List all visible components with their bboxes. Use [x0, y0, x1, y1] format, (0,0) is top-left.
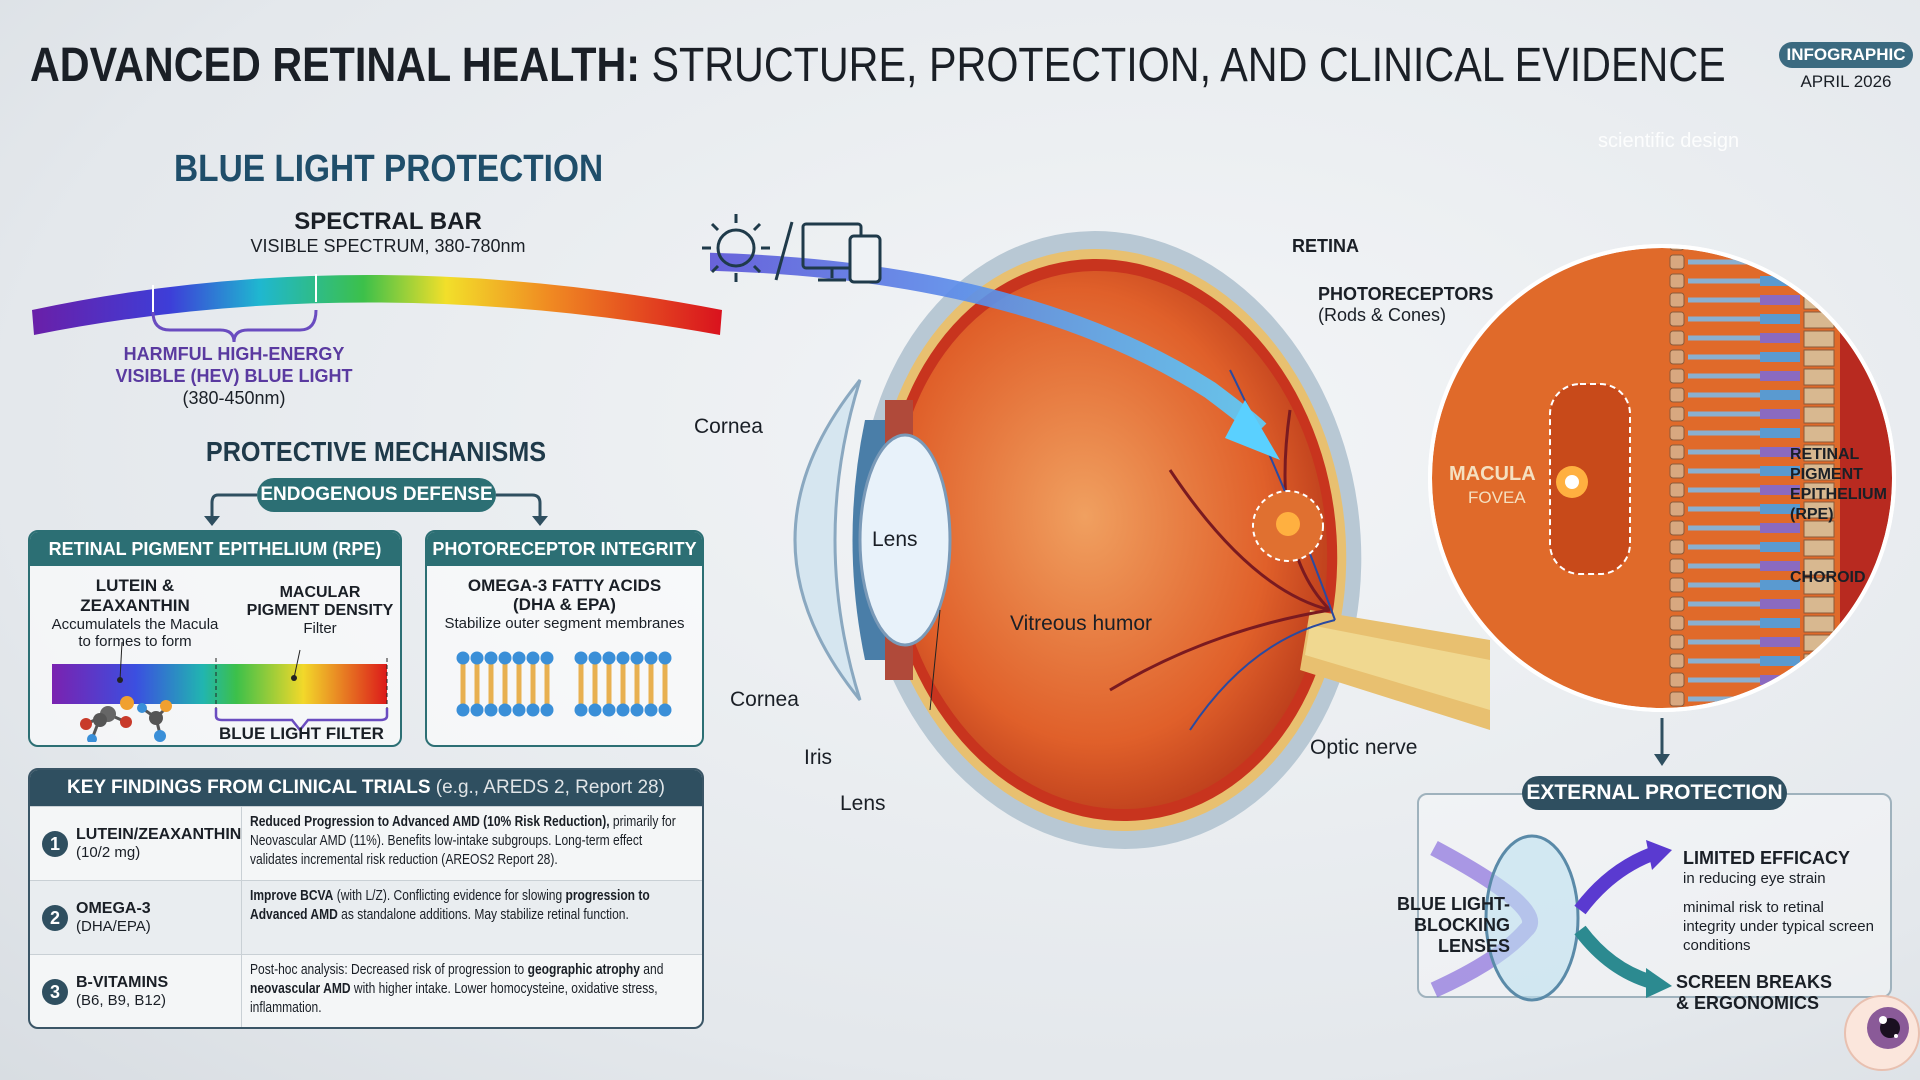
lipid-bilayer-icon [456, 651, 672, 717]
hev-bracket [151, 309, 318, 343]
rpe-card-header: RETINAL PIGMENT EPITHELIUM (RPE) [30, 532, 400, 566]
spectral-subtitle: VISIBLE SPECTRUM, 380-780nm [250, 236, 526, 256]
blue-light-beam [710, 252, 1267, 437]
screen-breaks-label: SCREEN BREAKS& ERGONOMICS [1676, 972, 1833, 1013]
limited-efficacy-sub: in reducing eye strain [1683, 870, 1826, 887]
molecule-icon [80, 696, 172, 742]
eyeball-mascot-icon [1844, 995, 1920, 1071]
clinical-trials-table: KEY FINDINGS FROM CLINICAL TRIALS (e.g.,… [28, 768, 704, 1029]
cornea-label-bottom: Cornea [730, 688, 799, 711]
title-bold: ADVANCED RETINAL HEALTH: [30, 39, 641, 92]
watermark: scientific design [1598, 130, 1740, 152]
infographic-badge: INFOGRAPHIC [1779, 42, 1913, 68]
blue-light-heading: BLUE LIGHT PROTECTION [174, 148, 604, 190]
cornea-label-top: Cornea [694, 415, 763, 438]
choroid-label: CHOROID [1790, 569, 1866, 586]
photoreceptor-card: PHOTORECEPTOR INTEGRITY OMEGA-3 FATTY AC… [425, 530, 704, 747]
omega3-block: OMEGA-3 FATTY ACIDS (DHA & EPA) Stabiliz… [444, 576, 685, 632]
lutein-block: LUTEIN & ZEAXANTHIN Accumulatels the Mac… [51, 576, 219, 650]
lens-icon [1484, 834, 1580, 1002]
photoreceptors-label: PHOTORECEPTORS [1318, 284, 1494, 304]
spectral-title: SPECTRAL BAR [294, 208, 482, 235]
spectrum-arc [32, 274, 722, 343]
hev-range: (380-450nm) [182, 388, 286, 408]
optic-nerve-label: Optic nerve [1310, 736, 1418, 759]
lens-label-bottom: Lens [840, 792, 886, 815]
retina-label: RETINA [1292, 236, 1359, 256]
lens-diagram [1430, 834, 1672, 1002]
pigment-filter-bar [52, 641, 389, 742]
lens-shape [858, 433, 952, 647]
photoreceptor-card-header: PHOTORECEPTOR INTEGRITY [427, 532, 702, 566]
iris-label: Iris [804, 746, 832, 769]
lens-label: Lens [872, 528, 918, 551]
rpe-card: RETINAL PIGMENT EPITHELIUM (RPE) LUTEIN … [28, 530, 402, 747]
phone-icon [848, 234, 882, 284]
eye-cross-section [710, 231, 1490, 849]
external-protection-heading: EXTERNAL PROTECTION [1522, 776, 1787, 810]
endogenous-defense-pill: ENDOGENOUS DEFENSE [257, 478, 496, 512]
devices [702, 214, 882, 284]
macular-density-block: MACULAR PIGMENT DENSITY Filter [246, 584, 394, 637]
fovea-label: FOVEA [1468, 488, 1526, 507]
retina-inset [1428, 244, 1896, 712]
photoreceptors-sub: (Rods & Cones) [1318, 305, 1447, 325]
down-arrow [1654, 718, 1670, 766]
macula-label: MACULA [1449, 463, 1536, 485]
limited-efficacy-label: LIMITED EFFICACY [1683, 848, 1850, 868]
date-label: APRIL 2026 [1800, 72, 1892, 91]
blue-light-filter-label: BLUE LIGHT FILTER [219, 724, 384, 743]
protective-mechanisms-heading: PROTECTIVE MECHANISMS [205, 436, 547, 467]
vitreous-label: Vitreous humor [1010, 612, 1153, 635]
title-rest: STRUCTURE, PROTECTION, AND CLINICAL EVID… [640, 39, 1726, 92]
table-header: KEY FINDINGS FROM CLINICAL TRIALS (e.g.,… [30, 770, 702, 806]
sun-icon [702, 214, 770, 282]
branch-arrows [204, 493, 548, 526]
page-title: ADVANCED RETINAL HEALTH: STRUCTURE, PROT… [30, 38, 1726, 93]
